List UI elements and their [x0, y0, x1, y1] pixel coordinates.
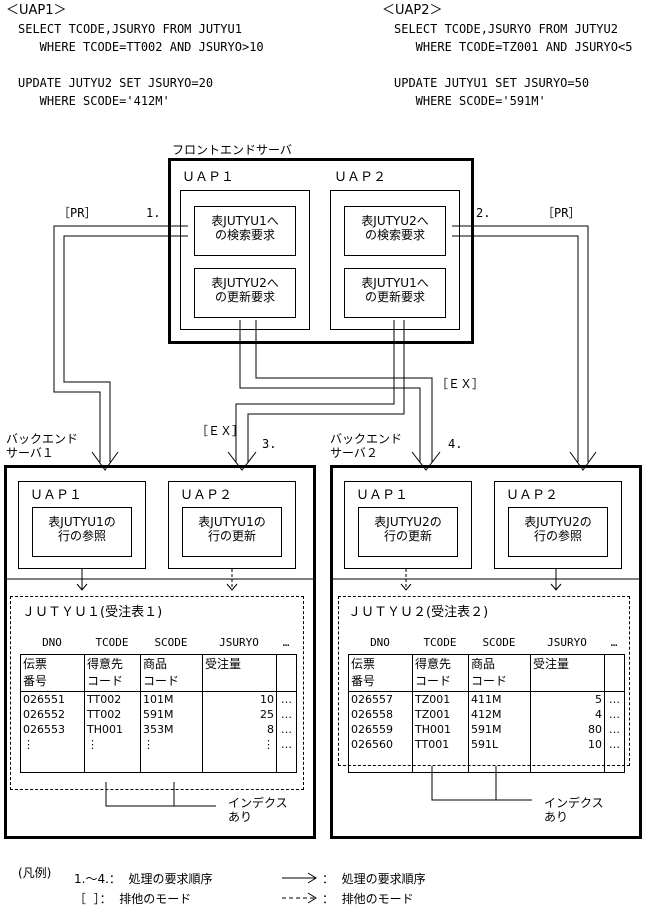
frontend-uap1-req2: 表JUTYU2へ の更新要求: [211, 276, 279, 304]
backend2-column-1: DNO: [370, 636, 390, 649]
uap2-sql-line-2: WHERE TCODE=TZ001 AND JSURYO<5: [394, 40, 633, 54]
frontend-uap2-req2: 表JUTYU1へ の更新要求: [361, 276, 429, 304]
backend1-column-5: …: [282, 636, 290, 649]
frontend-server-label: フロントエンドサーバ: [172, 143, 292, 157]
backend1-column-1: DNO: [42, 636, 62, 649]
uap2-sql-line-1: SELECT TCODE,JSURYO FROM JUTYU2: [394, 22, 618, 36]
backend2-index-label: インデクス あり: [544, 796, 604, 824]
backend1-column-4: JSURYO: [219, 636, 259, 649]
backend2-header-1: 伝票 番号: [348, 654, 413, 692]
backend1-uap2-op: 表JUTYU1の 行の更新: [198, 515, 266, 543]
uap1-spec-title: ＜UAP1＞: [6, 3, 67, 18]
frontend-uap1-req1: 表JUTYU1へ の検索要求: [211, 214, 279, 242]
backend2-column-cells-1: 026557 026558 026559 026560: [348, 691, 413, 773]
frontend-uap2-title: ＵＡＰ２: [334, 170, 387, 185]
uap1-sql-line-4: UPDATE JUTYU2 SET JSURYO=20: [18, 76, 214, 90]
frontend-uap2-req1-box: [344, 206, 446, 256]
backend2-column-4: JSURYO: [547, 636, 587, 649]
backend2-uap2-box: [494, 481, 622, 569]
backend2-uap1-box: [344, 481, 472, 569]
backend2-column-cells-3: 411M 412M 591M 591L: [468, 691, 531, 773]
backend2-column-cells-2: TZ001 TZ001 TH001 TT001: [412, 691, 469, 773]
backend2-table-title: ＪＵＴＹＵ２(受注表２): [348, 605, 489, 620]
legend-title: (凡例): [18, 866, 52, 880]
frontend-uap1-box: [180, 190, 310, 330]
backend1-uap1-title: ＵＡＰ１: [30, 488, 83, 503]
backend2-uap2-op: 表JUTYU2の 行の参照: [524, 515, 592, 543]
flow-label-ex-right: ［ＥＸ］: [436, 377, 485, 391]
backend1-label: バックエンド サーバ１: [6, 432, 79, 460]
backend2-header-3: 商品 コード: [468, 654, 531, 692]
frontend-server-box: [168, 158, 474, 344]
legend-item-dashed-arrow: ： 排他のモード: [322, 892, 414, 906]
backend2-box: [330, 465, 642, 839]
uap2-sql-line-5: WHERE SCODE='591M': [394, 94, 546, 108]
frontend-uap2-box: [330, 190, 460, 330]
backend1-uap2-box: [168, 481, 296, 569]
backend2-column-2: TCODE: [423, 636, 457, 649]
flow-label-step1: 1.: [146, 206, 161, 220]
backend1-uap1-box: [18, 481, 146, 569]
backend1-header-4: 受注量: [202, 654, 277, 692]
flow-label-pr-left: ［PR］: [58, 206, 97, 220]
backend2-column-5: …: [610, 636, 618, 649]
backend2-column-cells-4: 5 4 80 10: [530, 691, 605, 773]
backend2-label: バックエンド サーバ２: [330, 432, 403, 460]
backend1-uap1-op: 表JUTYU1の 行の参照: [48, 515, 116, 543]
frontend-uap2-req1: 表JUTYU2へ の検索要求: [361, 214, 429, 242]
backend1-uap2-op-box: [182, 507, 282, 557]
uap1-sql-line-2: WHERE TCODE=TT002 AND JSURYO>10: [18, 40, 264, 54]
backend1-column-cells-3: 101M 591M 353M ⋮: [140, 691, 203, 773]
backend2-uap2-op-box: [508, 507, 608, 557]
backend1-uap1-op-box: [32, 507, 132, 557]
backend2-uap2-title: ＵＡＰ２: [506, 488, 559, 503]
backend2-uap1-op: 表JUTYU2の 行の更新: [374, 515, 442, 543]
backend1-column-cells-1: 026551 026552 026553 ⋮: [20, 691, 85, 773]
backend1-column-cells-4: 10 25 8 ⋮: [202, 691, 277, 773]
flow-label-step2: 2.: [476, 206, 491, 220]
backend1-column-2: TCODE: [95, 636, 129, 649]
legend-item-mode: ［ ］： 排他のモード: [74, 892, 192, 906]
frontend-uap2-req2-box: [344, 268, 446, 318]
frontend-uap1-req1-box: [194, 206, 296, 256]
legend-item-solid-arrow: ： 処理の要求順序: [322, 872, 426, 886]
backend1-box: [4, 465, 316, 839]
legend-item-order: 1.～4.： 処理の要求順序: [74, 872, 213, 886]
frontend-uap1-req2-box: [194, 268, 296, 318]
uap2-sql-line-4: UPDATE JUTYU1 SET JSURYO=50: [394, 76, 590, 90]
backend2-header-2: 得意先 コード: [412, 654, 469, 692]
backend1-header-1: 伝票 番号: [20, 654, 85, 692]
backend1-index-label: インデクス あり: [228, 796, 288, 824]
backend2-uap1-op-box: [358, 507, 458, 557]
flow-label-step4: 4.: [448, 437, 463, 451]
backend1-column-3: SCODE: [154, 636, 188, 649]
uap1-sql-line-5: WHERE SCODE='412M': [18, 94, 170, 108]
uap2-spec-title: ＜UAP2＞: [382, 3, 443, 18]
backend2-column-cells-5: … … … …: [604, 691, 625, 773]
backend2-uap1-title: ＵＡＰ１: [356, 488, 409, 503]
backend1-table-title: ＪＵＴＹＵ１(受注表１): [22, 605, 163, 620]
uap1-sql-line-1: SELECT TCODE,JSURYO FROM JUTYU1: [18, 22, 242, 36]
backend1-header-3: 商品 コード: [140, 654, 203, 692]
backend2-column-3: SCODE: [482, 636, 516, 649]
flow-label-ex-left: ［ＥＸ］: [196, 424, 245, 438]
backend1-table-frame: [10, 596, 304, 790]
backend1-column-cells-5: … … … …: [276, 691, 297, 773]
backend1-uap2-title: ＵＡＰ２: [180, 488, 233, 503]
flow-label-step3: 3.: [262, 437, 277, 451]
flow-label-pr-right: ［PR］: [542, 206, 581, 220]
frontend-uap1-title: ＵＡＰ１: [182, 170, 235, 185]
backend2-header-4: 受注量: [530, 654, 605, 692]
